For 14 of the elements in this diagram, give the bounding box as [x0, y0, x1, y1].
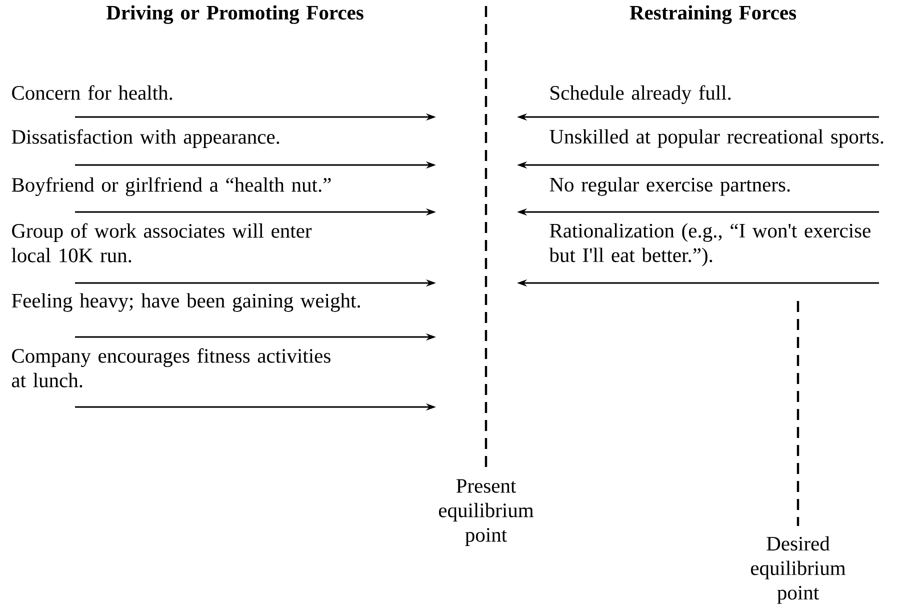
force-label: Schedule already full. — [550, 85, 731, 104]
force-label: Dissatisfaction with appearance. — [12, 129, 280, 148]
equilibrium-label: Present equilibrium point — [438, 479, 534, 546]
column-heading: Restraining Forces — [630, 5, 796, 24]
force-label: Concern for health. — [12, 85, 172, 100]
force-label: Feeling heavy; have been gaining weight. — [12, 293, 360, 312]
force-label: Group of work associates will enter local 10K run. — [12, 223, 312, 262]
force-label: No regular exercise partners. — [550, 177, 790, 196]
force-label: Boyfriend or girlfriend a “health nut.” — [12, 177, 331, 196]
force-label: Rationalization (e.g., “I won't exercise but I'll eat better.”). — [549, 223, 870, 266]
force-label: Unskilled at popular recreational sports. — [550, 129, 884, 148]
equilibrium-label: Desired equilibrium point — [750, 536, 846, 604]
column-heading: Driving or Promoting Forces — [106, 5, 364, 24]
force-label: Company encourages fitness activities at lunch. — [12, 348, 330, 388]
